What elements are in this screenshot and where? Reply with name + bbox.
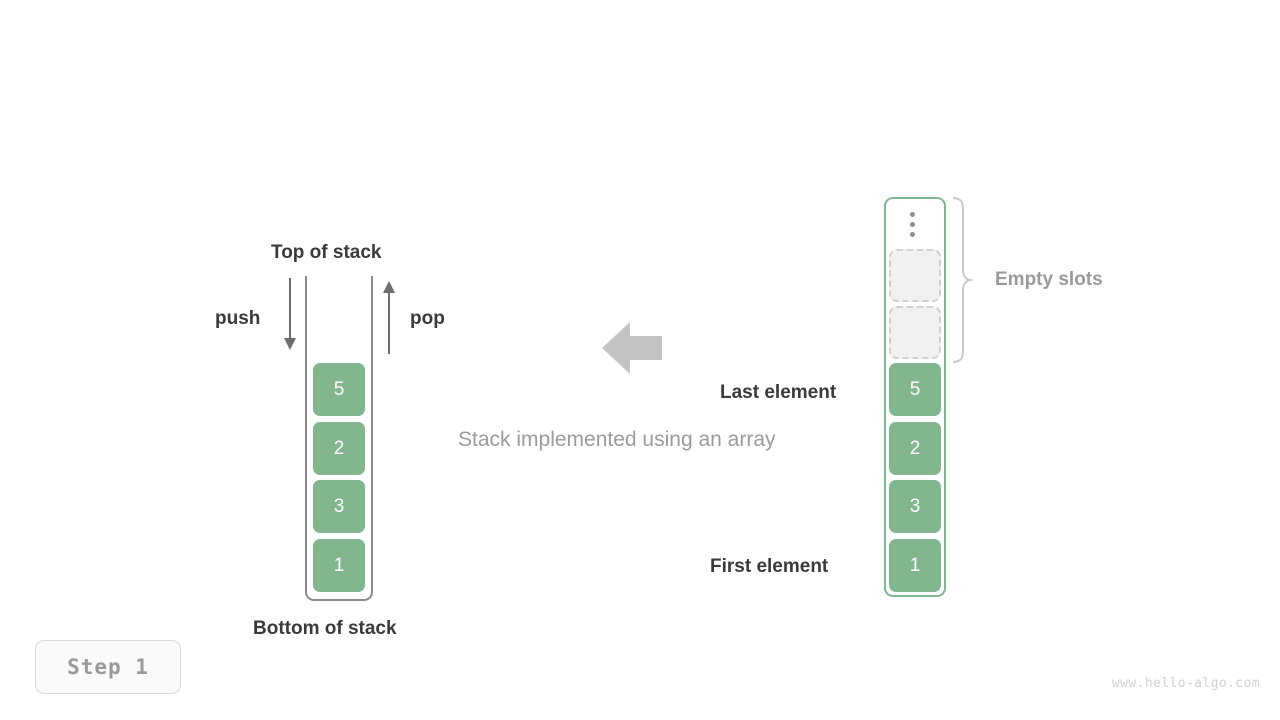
stack-container bbox=[305, 276, 373, 601]
step-badge: Step 1 bbox=[35, 640, 181, 694]
push-label: push bbox=[215, 308, 261, 329]
pop-label: pop bbox=[410, 308, 445, 329]
empty-slots-label: Empty slots bbox=[995, 269, 1103, 290]
diagram-caption: Stack implemented using an array bbox=[458, 428, 776, 451]
array-empty-slot bbox=[889, 306, 941, 359]
arrow-up-icon bbox=[383, 281, 395, 293]
array-cell: 5 bbox=[889, 363, 941, 416]
stack-cell: 1 bbox=[313, 539, 365, 592]
stack-cell: 5 bbox=[313, 363, 365, 416]
array-cell: 2 bbox=[889, 422, 941, 475]
last-element-label: Last element bbox=[720, 382, 837, 403]
watermark: www.hello-algo.com bbox=[1111, 676, 1260, 691]
first-element-label: First element bbox=[710, 556, 829, 577]
array-cell: 1 bbox=[889, 539, 941, 592]
top-of-stack-label: Top of stack bbox=[271, 242, 382, 263]
push-arrow-line bbox=[289, 278, 291, 342]
stack-cell: 2 bbox=[313, 422, 365, 475]
pop-arrow-line bbox=[388, 290, 390, 354]
curly-brace-icon bbox=[950, 195, 976, 370]
array-empty-slot bbox=[889, 249, 941, 302]
array-cell: 3 bbox=[889, 480, 941, 533]
vertical-ellipsis-icon bbox=[910, 212, 918, 238]
stack-cell: 3 bbox=[313, 480, 365, 533]
array-container bbox=[884, 197, 946, 597]
arrow-down-icon bbox=[284, 338, 296, 350]
arrow-left-icon bbox=[602, 320, 662, 381]
bottom-of-stack-label: Bottom of stack bbox=[253, 618, 397, 639]
